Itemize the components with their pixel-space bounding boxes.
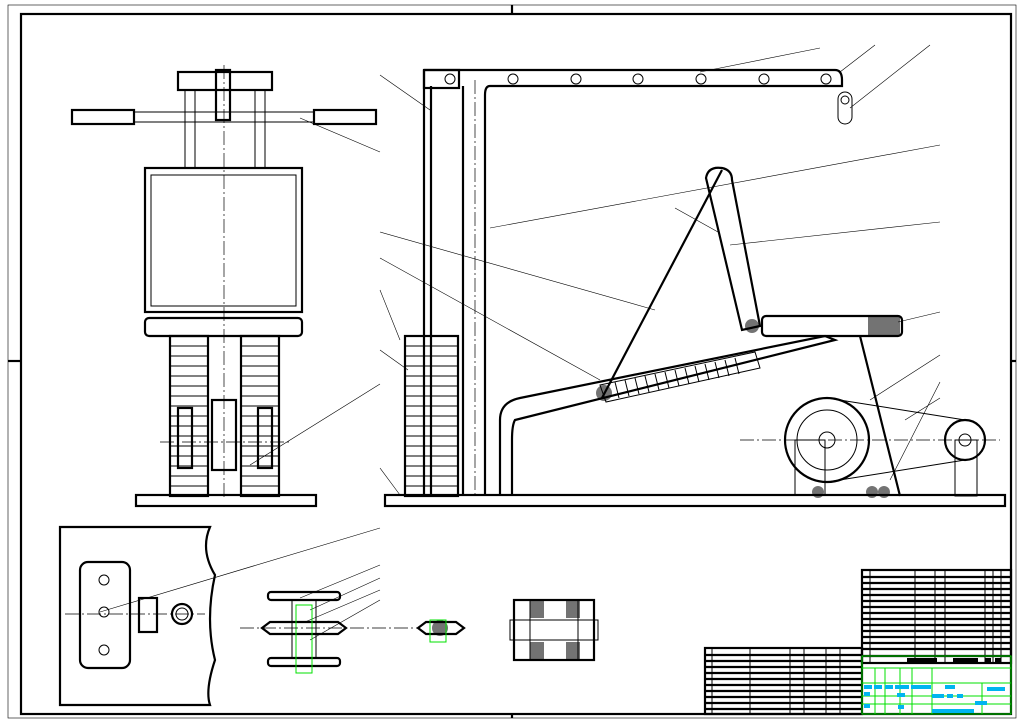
title-block — [861, 655, 1012, 715]
leader-lines — [99, 44, 941, 641]
front-view — [70, 65, 378, 508]
side-view — [383, 68, 1007, 508]
pulley-row — [444, 73, 832, 85]
detail-view-axle — [240, 590, 466, 674]
detail-view-plate — [58, 525, 217, 707]
weight-stack-front — [168, 334, 281, 498]
bill-of-materials — [703, 568, 1013, 716]
detail-view-hub — [509, 598, 599, 662]
sheet-border — [7, 4, 1017, 719]
spring — [596, 351, 761, 403]
